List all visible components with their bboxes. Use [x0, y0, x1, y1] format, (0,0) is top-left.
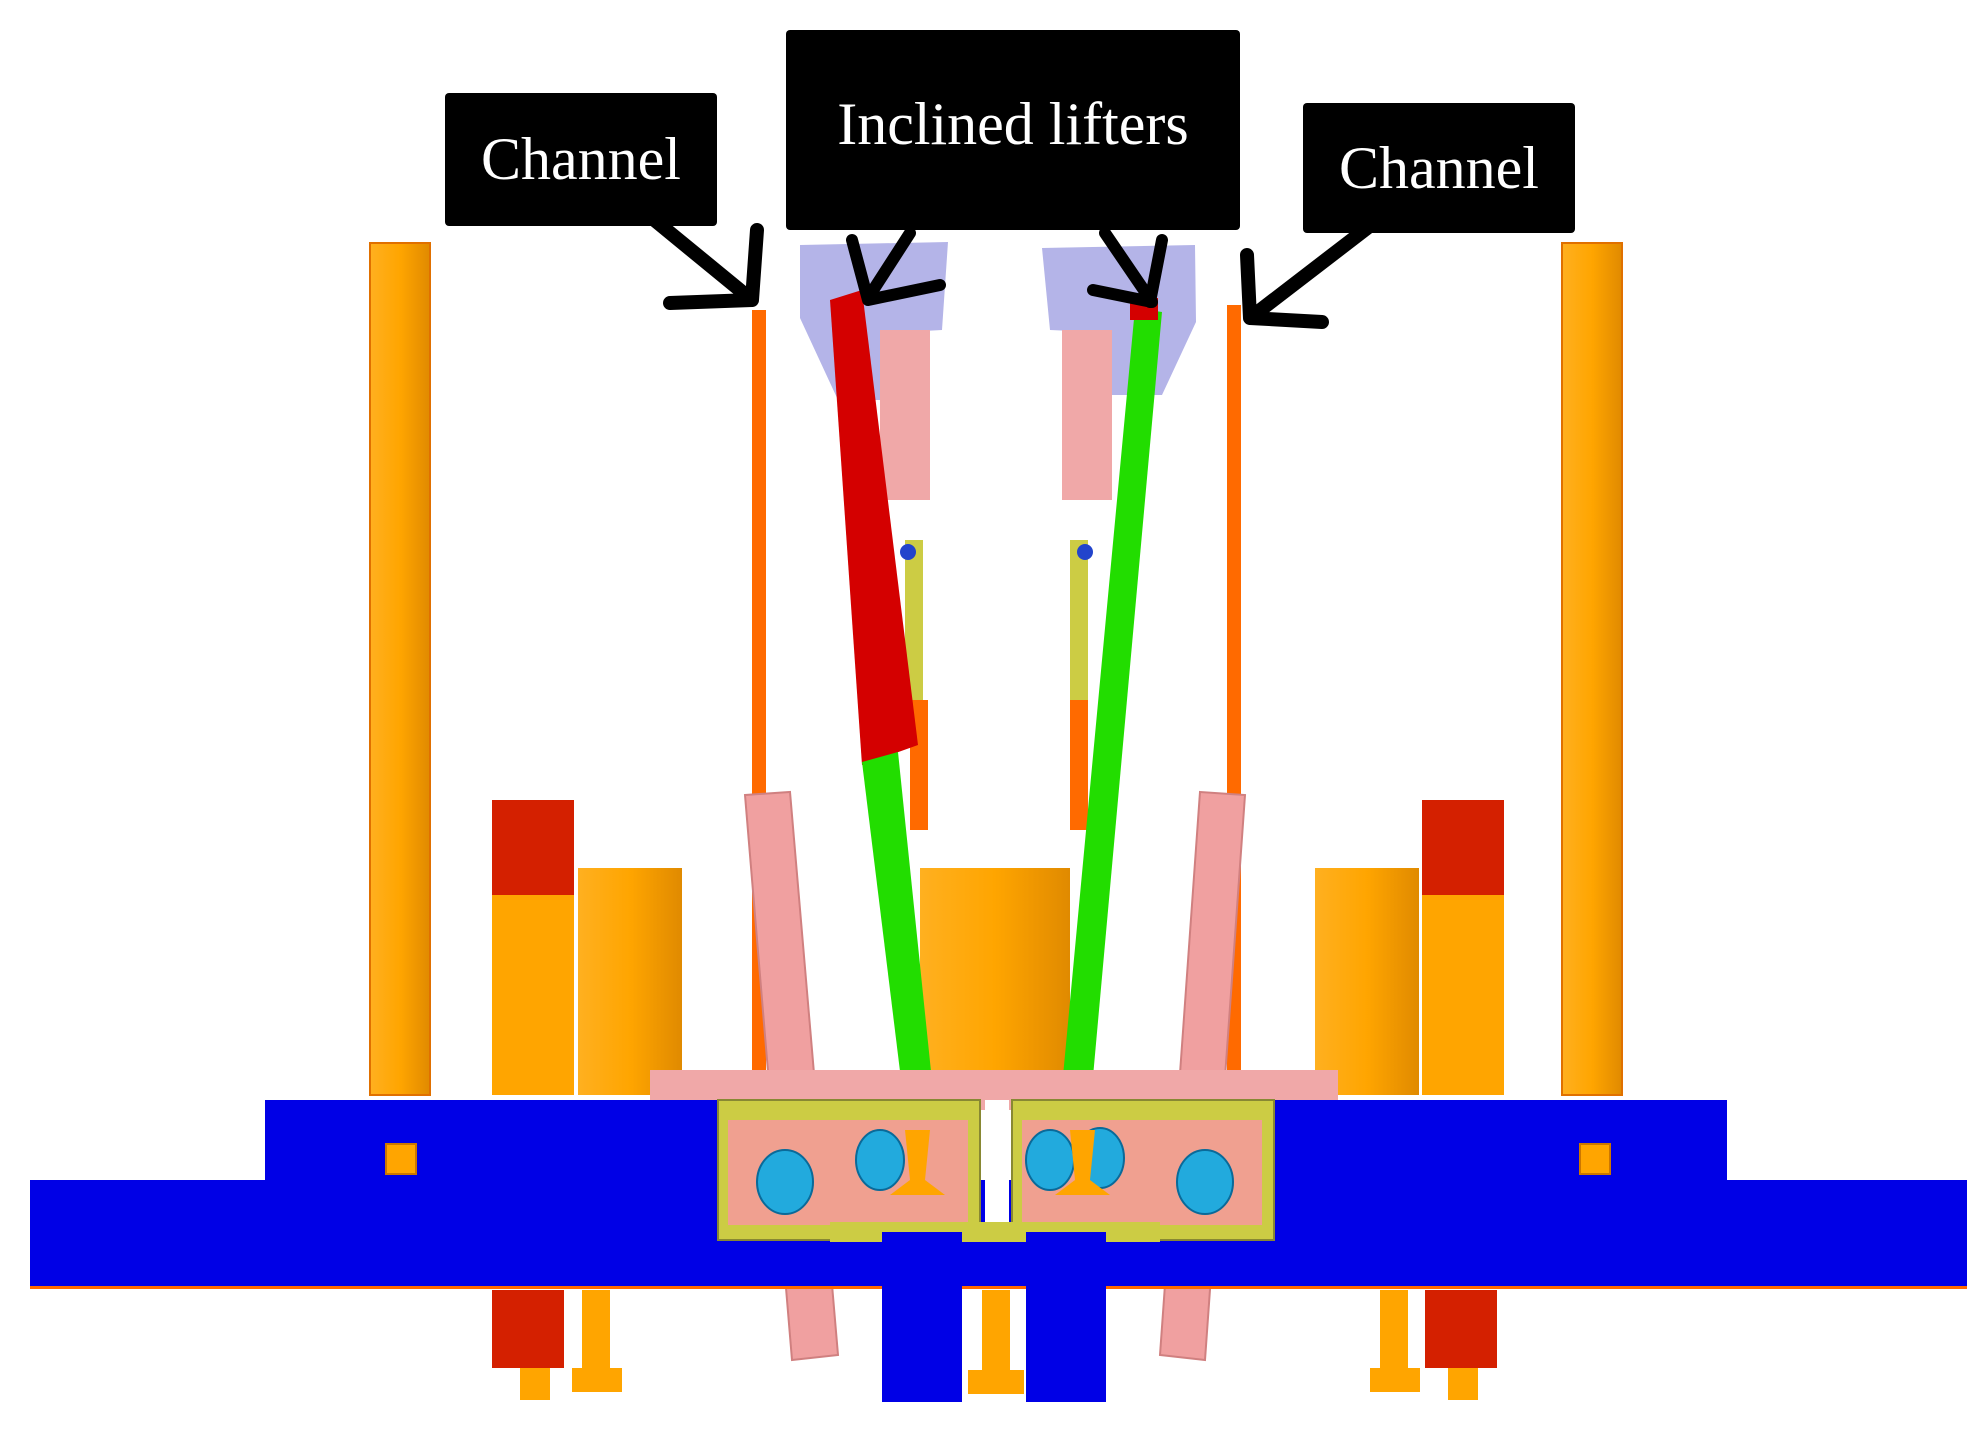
right-lower-blue-block	[1026, 1232, 1106, 1402]
left-tall-pillar	[369, 242, 431, 1096]
callout-inclined-lifters: Inclined lifters	[786, 30, 1240, 230]
center-split	[985, 1100, 1009, 1240]
callout-channel-left-text: Channel	[481, 126, 681, 192]
left-lifter-bolt	[900, 544, 916, 560]
callout-channel-right-text: Channel	[1339, 134, 1539, 201]
center-left-arrow	[846, 227, 946, 306]
right-bottom-pin-foot-2	[1448, 1368, 1478, 1400]
left-wide-pillar	[578, 868, 682, 1095]
left-lower-blue-block	[882, 1232, 962, 1402]
center-bottom-pin	[982, 1290, 1010, 1370]
slide-channel-bottom	[830, 1222, 1160, 1242]
right-channel-arrow	[1240, 215, 1382, 329]
left-bottom-red-pin	[492, 1290, 564, 1368]
right-short-pillar-red-top	[1422, 800, 1504, 895]
center-block	[920, 868, 1070, 1095]
callout-inclined-lifters-text: Inclined lifters	[837, 91, 1189, 157]
callout-channel-right: Channel	[1303, 103, 1575, 233]
left-channel-arrow	[645, 211, 764, 310]
left-lifter-body	[880, 330, 930, 500]
right-lifter-bolt	[1077, 544, 1093, 560]
right-square-marker	[1579, 1143, 1611, 1175]
left-bottom-pin-1	[582, 1290, 610, 1368]
right-short-pillar	[1422, 895, 1504, 1095]
ball-2	[855, 1129, 905, 1191]
ball-1	[756, 1149, 814, 1215]
callout-channel-left: Channel	[445, 93, 717, 226]
right-lifter-yellow	[1070, 540, 1088, 740]
left-bottom-pin-foot-2	[572, 1368, 622, 1392]
right-bottom-pin-foot	[1370, 1368, 1420, 1392]
ball-3	[1025, 1129, 1075, 1191]
right-tall-pillar	[1561, 242, 1623, 1096]
upper-blue-plate-right	[1262, 1100, 1727, 1180]
right-wide-pillar	[1315, 868, 1419, 1095]
center-right-arrow	[1087, 227, 1168, 308]
upper-blue-plate	[265, 1100, 725, 1180]
right-bottom-pin-1	[1380, 1290, 1408, 1368]
left-pivot	[890, 1130, 945, 1195]
right-lifter-body	[1062, 330, 1112, 500]
center-bottom-pin-foot	[968, 1370, 1024, 1394]
left-short-pillar	[492, 895, 574, 1095]
left-bottom-pin-foot	[520, 1368, 550, 1400]
blue-plate-bottom-edge	[30, 1286, 1967, 1289]
green-inclined-lifter	[1060, 308, 1162, 1110]
left-square-marker	[385, 1143, 417, 1175]
right-lifter-orange	[1070, 700, 1088, 830]
right-pivot	[1055, 1130, 1110, 1195]
red-inclined-lifter	[830, 290, 918, 765]
left-short-pillar-red-top	[492, 800, 574, 895]
ball-5	[1176, 1149, 1234, 1215]
right-bottom-red-pin	[1425, 1290, 1497, 1368]
left-green-rod	[862, 752, 935, 1112]
